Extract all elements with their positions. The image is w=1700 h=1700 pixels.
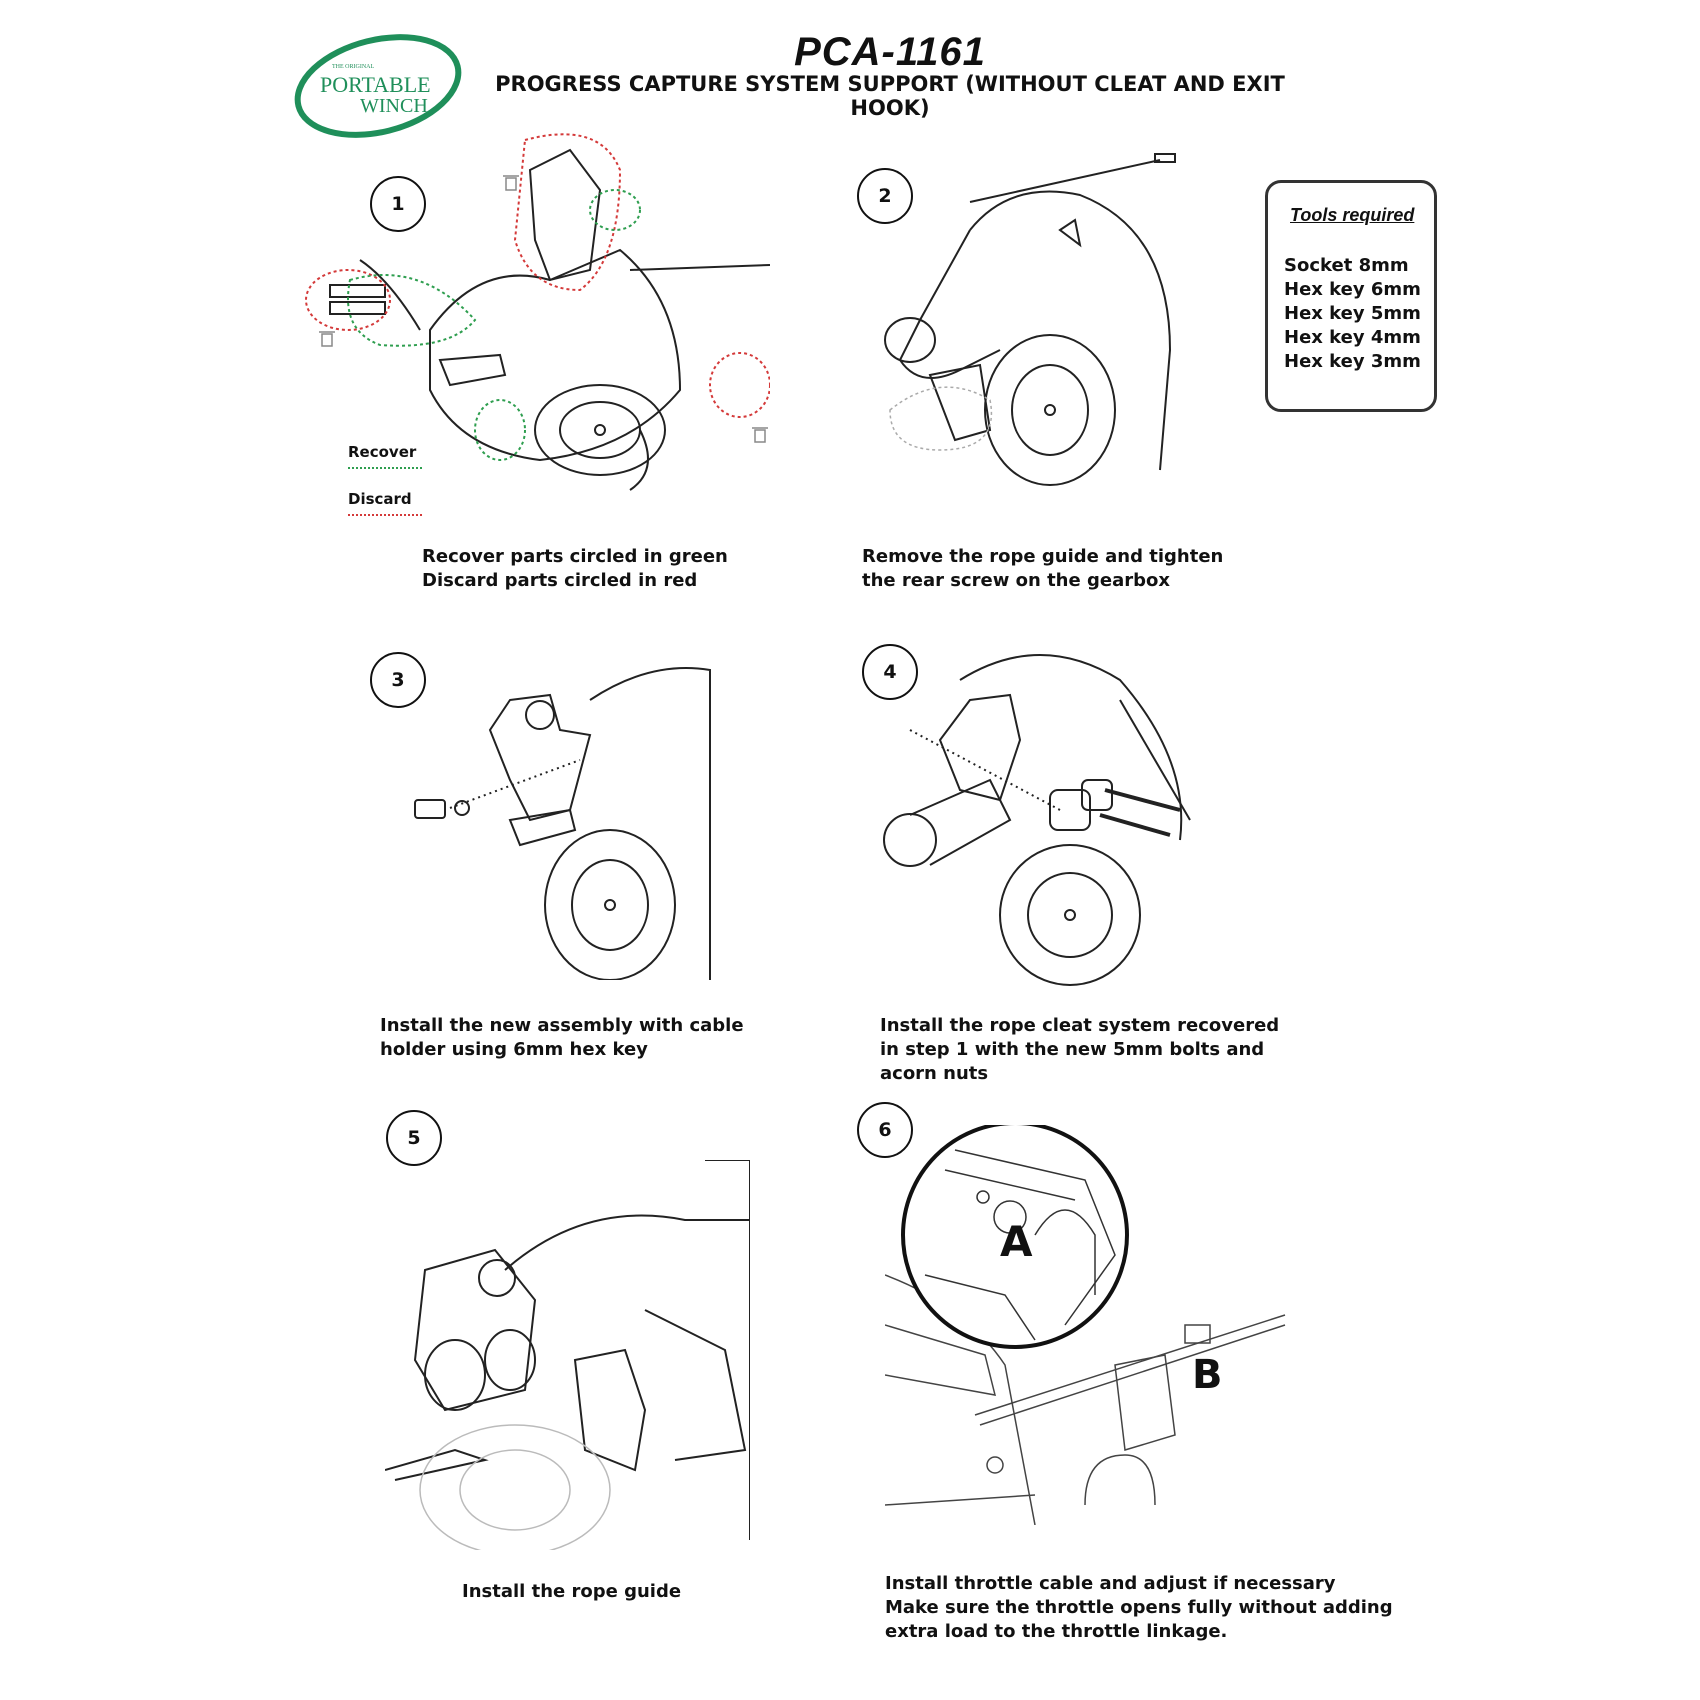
caption-line: Remove the rope guide and tighten xyxy=(862,546,1224,567)
caption-line: Install throttle cable and adjust if nec… xyxy=(885,1573,1336,1594)
step-number-3: 3 xyxy=(370,652,426,708)
step-2-caption: Remove the rope guide and tighten the re… xyxy=(862,545,1223,593)
tools-heading: Tools required xyxy=(1290,205,1415,225)
step-4-caption: Install the rope cleat system recovered … xyxy=(880,1014,1279,1086)
legend-discard: Discard xyxy=(348,490,422,516)
step-number-6: 6 xyxy=(857,1102,913,1158)
step-4-illustration xyxy=(860,640,1200,990)
step-1-caption: Recover parts circled in green Discard p… xyxy=(422,545,728,593)
step-6-illustration xyxy=(885,1125,1295,1525)
portable-winch-logo: THE ORIGINAL PORTABLE WINCH xyxy=(290,28,465,140)
step-number-1: 1 xyxy=(370,176,426,232)
caption-line: in step 1 with the new 5mm bolts and xyxy=(880,1039,1265,1060)
step-6-caption: Install throttle cable and adjust if nec… xyxy=(885,1572,1393,1644)
step-number-2: 2 xyxy=(857,168,913,224)
caption-line: Install the new assembly with cable xyxy=(380,1015,744,1036)
tool-item: Socket 8mm xyxy=(1284,255,1409,276)
tool-item: Hex key 5mm xyxy=(1284,303,1421,324)
tools-required-box: Tools required Socket 8mm Hex key 6mm He… xyxy=(1265,180,1437,412)
tool-item: Hex key 6mm xyxy=(1284,279,1421,300)
logo-tagline: THE ORIGINAL xyxy=(332,64,374,70)
legend-discard-line xyxy=(348,514,422,516)
step-number-4: 4 xyxy=(862,644,918,700)
document-subtitle: PROGRESS CAPTURE SYSTEM SUPPORT (WITHOUT… xyxy=(495,72,1285,120)
legend-recover: Recover xyxy=(348,443,422,469)
step-5-caption: Install the rope guide xyxy=(462,1580,681,1604)
trash-icon xyxy=(319,175,768,443)
step-3-illustration xyxy=(410,640,720,980)
step-1-illustration xyxy=(300,130,770,500)
zoom-detail-circle xyxy=(901,1125,1129,1349)
caption-line: Install the rope cleat system recovered xyxy=(880,1015,1280,1036)
caption-line: Discard parts circled in red xyxy=(422,570,698,591)
legend-recover-line xyxy=(348,467,422,469)
callout-b: B xyxy=(1192,1352,1223,1398)
step-number-5: 5 xyxy=(386,1110,442,1166)
caption-line: extra load to the throttle linkage. xyxy=(885,1621,1228,1642)
tool-item: Hex key 3mm xyxy=(1284,351,1421,372)
caption-line: Install the rope guide xyxy=(462,1581,682,1602)
caption-line: the rear screw on the gearbox xyxy=(862,570,1170,591)
step-5-illustration xyxy=(385,1160,750,1550)
tool-item: Hex key 4mm xyxy=(1284,327,1421,348)
caption-line: Recover parts circled in green xyxy=(422,546,728,567)
caption-line: holder using 6mm hex key xyxy=(380,1039,648,1060)
legend-discard-label: Discard xyxy=(348,490,412,508)
caption-line: Make sure the throttle opens fully witho… xyxy=(885,1597,1393,1618)
logo-word-winch: WINCH xyxy=(360,95,428,117)
step-2-illustration xyxy=(860,150,1190,490)
step-3-caption: Install the new assembly with cable hold… xyxy=(380,1014,744,1062)
caption-line: acorn nuts xyxy=(880,1063,989,1084)
document-title: PCA-1161 xyxy=(794,30,986,74)
legend-recover-label: Recover xyxy=(348,443,417,461)
callout-a: A xyxy=(1000,1217,1033,1266)
logo-word-portable: PORTABLE xyxy=(320,72,431,97)
